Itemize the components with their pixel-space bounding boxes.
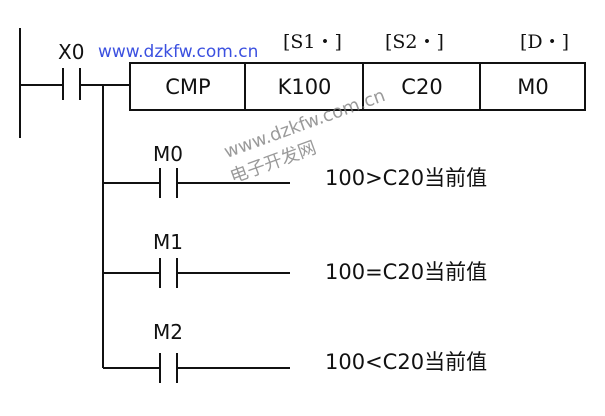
- s2-label: [S2・]: [385, 31, 444, 53]
- m0-description: 100>C20当前值: [325, 166, 488, 190]
- watermark-url: www.dzkfw.com.cn: [98, 42, 259, 62]
- x0-label: X0: [58, 40, 85, 64]
- s2-operand: C20: [401, 74, 443, 99]
- m1-description: 100=C20当前值: [325, 260, 488, 284]
- cmp-instruction-box: [129, 62, 586, 111]
- branch-m1: [103, 258, 290, 288]
- cmp-mnemonic: CMP: [165, 74, 211, 99]
- branch-m2: [103, 353, 290, 383]
- m1-label: M1: [153, 230, 183, 254]
- m2-label: M2: [153, 320, 183, 344]
- d-operand: M0: [517, 74, 549, 99]
- s1-operand: K100: [277, 74, 332, 99]
- m0-label: M0: [153, 142, 183, 166]
- s1-label: [S1・]: [283, 31, 342, 53]
- branch-m0: [103, 168, 290, 198]
- m2-description: 100<C20当前值: [325, 350, 488, 374]
- d-label: [D・]: [520, 31, 570, 53]
